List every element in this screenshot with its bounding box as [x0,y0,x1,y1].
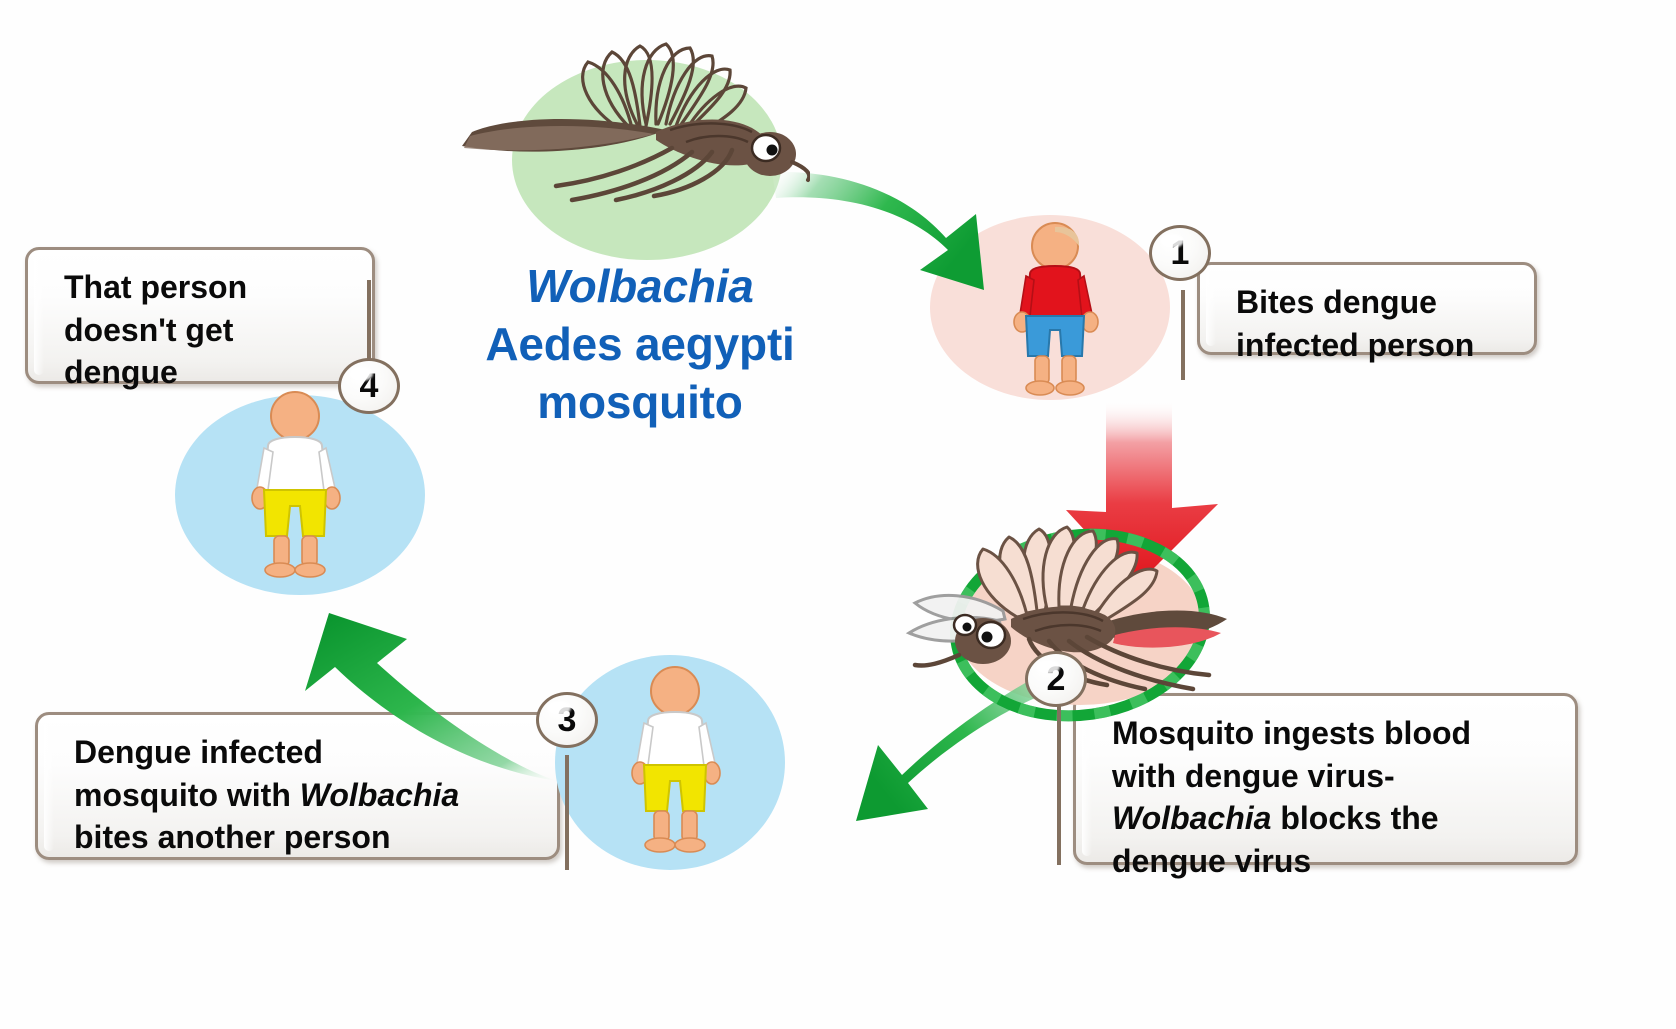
mosquito-top-icon [462,42,810,203]
mosquito-bottom-icon [905,525,1227,692]
bubble-gloss-1 [1160,234,1184,248]
bubble-gloss-3 [547,701,571,715]
step-1-number-bubble[interactable]: 1 [1149,225,1211,281]
center-title-line3: mosquito [537,375,743,428]
step-2-number-bubble[interactable]: 2 [1025,651,1087,707]
arrow-person-to-healthy [305,613,563,783]
bubble-gloss-4 [349,367,373,381]
center-title-line1: Wolbachia [526,260,754,312]
center-title: Wolbachia Aedes aegypti mosquito [430,258,850,432]
step-2-stem [1057,700,1061,865]
step-4-stem [367,280,371,380]
step-1-stem [1181,290,1185,380]
bubble-gloss-2 [1036,660,1060,674]
center-title-line2: Aedes aegypti [485,317,795,370]
person-healthy-bottom-figure [631,666,721,853]
step-3-number-bubble[interactable]: 3 [536,692,598,748]
arrow-mosquito-to-person [772,171,984,290]
person-healthy-top-figure [251,391,341,578]
person-infected-figure [1013,222,1099,396]
step-3-stem [565,755,569,870]
step-4-number-bubble[interactable]: 4 [338,358,400,414]
